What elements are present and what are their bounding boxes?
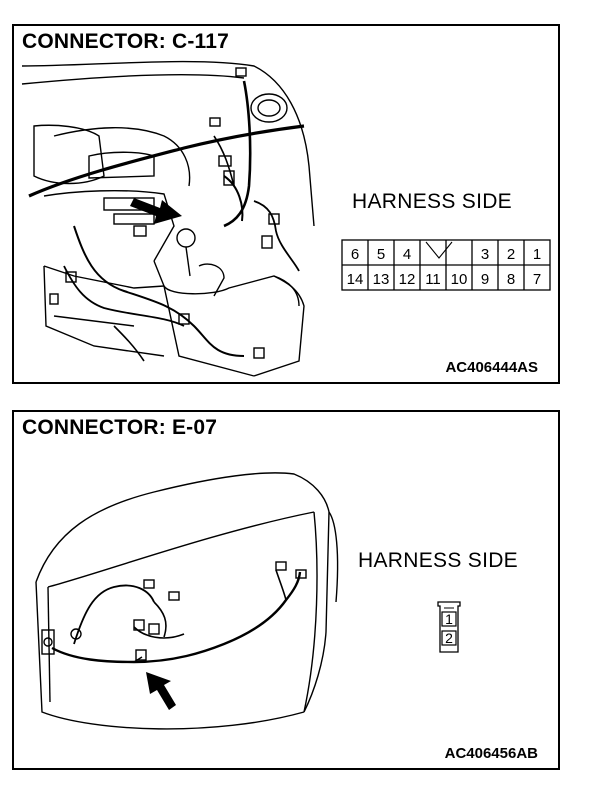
connector-pin-grid: 6 5 4 3 2 1 14 13 12 11 10 9 8 7: [341, 239, 551, 291]
pin-3: 3: [481, 246, 489, 263]
dashboard-illustration: 6 5 4 3 2 1 14 13 12 11 10 9 8 7: [21, 60, 551, 377]
harness-side-label: HARNESS SIDE: [358, 549, 518, 572]
pin-4: 4: [403, 246, 411, 263]
pin-14: 14: [347, 271, 364, 288]
pin-2: 2: [507, 246, 515, 263]
figure-code: AC406456AB: [444, 745, 538, 762]
arrow-indicator-2: [146, 672, 176, 710]
pin-5: 5: [377, 246, 385, 263]
pin-6: 6: [351, 246, 359, 263]
connector-title: CONNECTOR: C-117: [22, 30, 230, 53]
pin-13: 13: [373, 271, 390, 288]
door-illustration: 1 2: [35, 472, 461, 730]
pin-11: 11: [425, 271, 441, 288]
pin-7: 7: [533, 271, 541, 288]
connector-2pin: 1 2: [437, 601, 461, 653]
figure-code: AC406444AS: [445, 359, 538, 376]
pin-1: 1: [445, 611, 453, 627]
pin-8: 8: [507, 271, 515, 288]
pin-2: 2: [445, 630, 453, 646]
pin-1: 1: [533, 246, 541, 263]
arrow-indicator-1: [130, 198, 182, 224]
pin-9: 9: [481, 271, 489, 288]
connector-title: CONNECTOR: E-07: [22, 416, 218, 439]
pin-12: 12: [399, 271, 416, 288]
harness-side-label: HARNESS SIDE: [352, 190, 512, 213]
connector-e07-panel: CONNECTOR: E-07: [12, 410, 560, 770]
pin-10: 10: [451, 271, 468, 288]
connector-c117-panel: CONNECTOR: C-117: [12, 24, 560, 384]
